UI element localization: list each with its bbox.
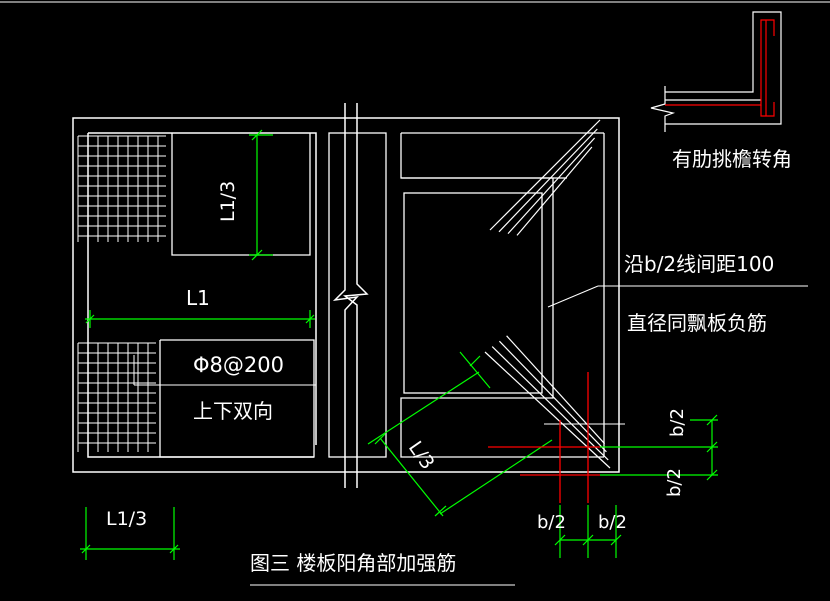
diagonal-bar-lower (484, 351, 611, 469)
slab-inner-top-left (88, 132, 317, 445)
break-column-right (342, 103, 369, 488)
inset-outline (665, 11, 782, 125)
dimension-lines (80, 129, 718, 560)
dim-label-b2-lower: b/2 (664, 468, 685, 497)
dim-label-b2-left: b/2 (537, 512, 566, 533)
spacing-note: 沿b/2线间距100 (624, 252, 774, 276)
slab-outer-rect (72, 117, 620, 473)
dim-label-b2-upper: b/2 (667, 408, 688, 437)
diagonal-bar-upper (507, 137, 596, 235)
mesh-direction-label: 上下双向 (193, 399, 273, 423)
inset-cornice-detail (650, 11, 782, 132)
inset-break-symbol (650, 86, 676, 132)
corner-edge-steel (488, 372, 600, 503)
inset-edge-steel (665, 19, 775, 106)
diameter-note: 直径同飘板负筋 (627, 311, 767, 335)
panel-bottom-left (159, 339, 315, 458)
inset-edge-steel-lower (760, 102, 775, 117)
mesh-bottom-left (77, 342, 156, 452)
dim-label-L1-third-vertical: L1/3 (217, 181, 239, 222)
mesh-spec-label: Φ8@200 (193, 353, 284, 377)
diagonal-bar-upper (516, 146, 593, 236)
break-column (332, 103, 369, 488)
corner-inner-box (403, 192, 543, 394)
panel-top-left (171, 133, 311, 256)
break-column-left (332, 103, 359, 488)
figure-title: 图三 楼板阳角部加强筋 (250, 551, 456, 575)
diagonal-bar-lower (491, 346, 609, 461)
dim-label-L1-third-bottom: L1/3 (106, 508, 147, 530)
diagonal-bar-upper (498, 128, 598, 233)
dim-label-b2-right: b/2 (598, 512, 627, 533)
dim-label-L1: L1 (186, 286, 210, 310)
mesh-top-left (77, 135, 166, 242)
diagonal-bar-upper (489, 119, 601, 231)
leader-note (547, 285, 599, 308)
inset-caption: 有肋挑檐转角 (672, 147, 792, 171)
